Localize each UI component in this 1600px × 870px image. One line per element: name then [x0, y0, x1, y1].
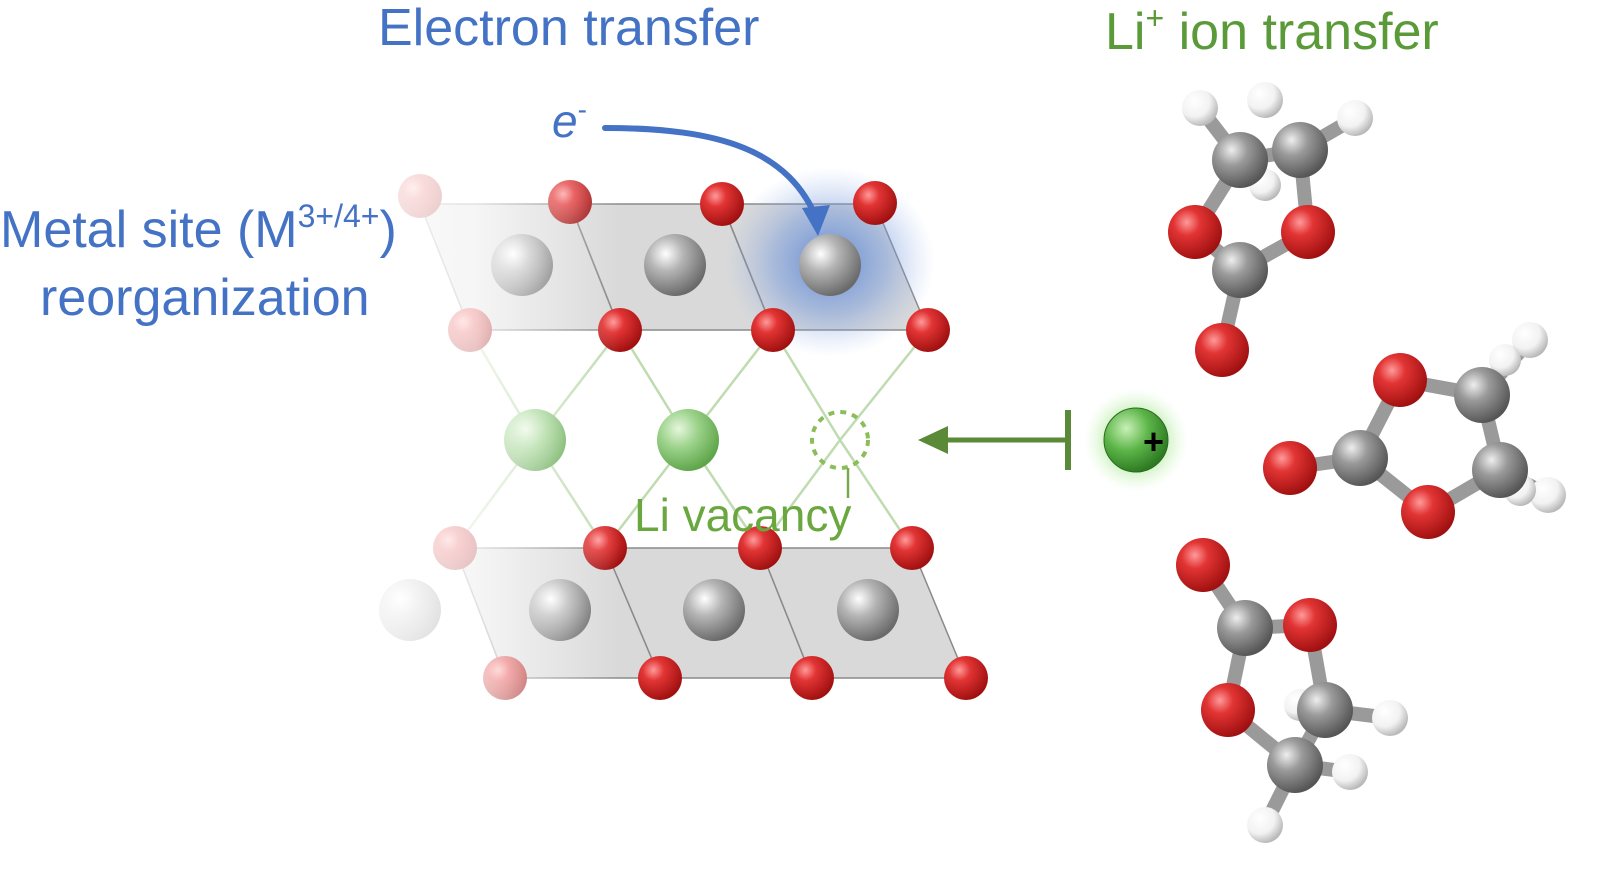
- oxygen-atom: [853, 181, 897, 225]
- oxygen-atom: [700, 182, 744, 226]
- electron-charge: -: [577, 94, 587, 125]
- solvent-molecule-2: [1263, 322, 1566, 539]
- oxygen-atom: [906, 308, 950, 352]
- li-atom: [657, 409, 719, 471]
- fade-overlay: [300, 150, 620, 710]
- electron-transfer-text: Electron transfer: [378, 0, 760, 57]
- oxygen-atom: [751, 308, 795, 352]
- electron-e: e: [552, 95, 578, 147]
- li-ion-plus-sign: +: [1143, 424, 1164, 460]
- li-ion-suffix: ion transfer: [1164, 3, 1439, 61]
- reorganization-label: reorganization: [40, 272, 370, 324]
- metal-site-suffix: ): [379, 201, 397, 259]
- metal-atom: [683, 579, 745, 641]
- metal-site-label: Metal site (M3+/4+): [0, 200, 397, 256]
- curved-arrow-icon: [602, 125, 821, 225]
- li-vacancy-site: [810, 410, 870, 470]
- li-ion-sphere-icon: [1103, 407, 1169, 473]
- li-ion-transfer-title: Li+ ion transfer: [1105, 2, 1439, 58]
- metal-atom: [644, 234, 706, 296]
- arrowhead-icon: [802, 205, 830, 236]
- oxygen-atom: [790, 656, 834, 700]
- solvent-molecule-1: [1168, 82, 1373, 377]
- electron-symbol: e-: [552, 94, 587, 147]
- metal-site-superscript: 3+/4+: [297, 198, 380, 234]
- solvent-molecule-3: [1176, 538, 1408, 843]
- metal-atom: [837, 579, 899, 641]
- electron-transfer-title: Electron transfer: [378, 2, 760, 54]
- li-vacancy-label: Li vacancy: [634, 492, 851, 538]
- oxygen-atom: [944, 656, 988, 700]
- li-vacancy-text: Li vacancy: [634, 489, 852, 541]
- li-ion-superscript: +: [1145, 0, 1165, 36]
- oxygen-atom: [890, 526, 934, 570]
- blocked-arrow-icon: [918, 410, 1071, 470]
- li-ion-prefix: Li: [1105, 3, 1146, 61]
- metal-site-prefix: Metal site (M: [0, 201, 298, 259]
- metal-atom-reduced: [799, 234, 861, 296]
- reorganization-text: reorganization: [40, 269, 370, 327]
- oxygen-atom: [738, 526, 782, 570]
- plus-icon: +: [1143, 421, 1165, 462]
- oxygen-atom: [638, 656, 682, 700]
